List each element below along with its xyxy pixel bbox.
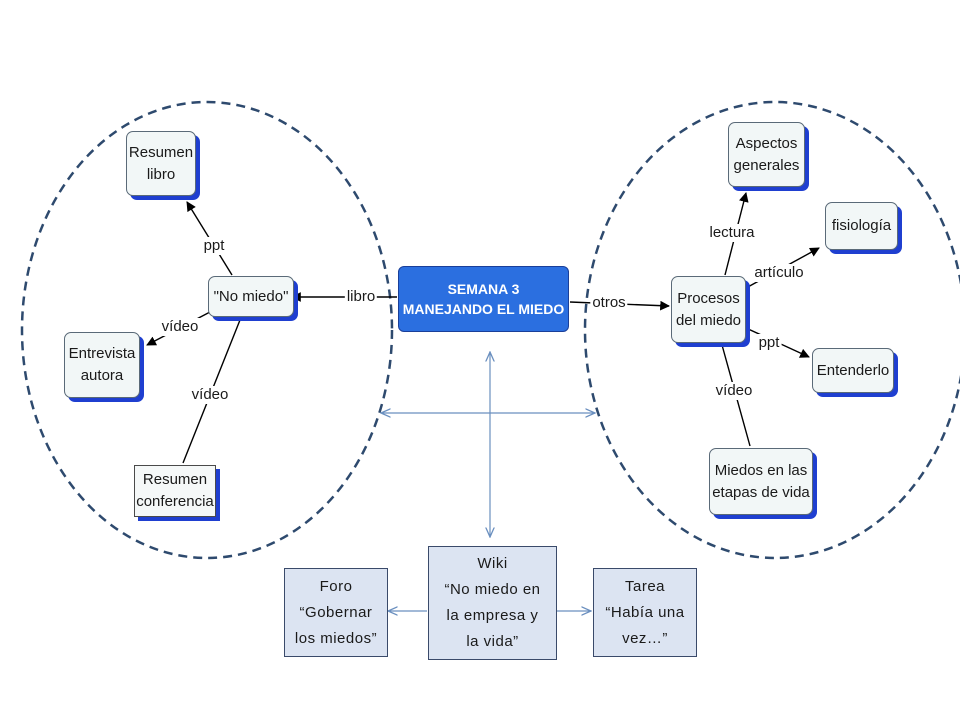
label-lectura: lectura (707, 224, 757, 242)
resumen-conferencia-node[interactable]: Resumen conferencia (134, 465, 216, 517)
entenderlo-node[interactable]: Entenderlo (812, 348, 894, 393)
foro-node[interactable]: Foro “Gobernar los miedos” (284, 568, 388, 657)
center-node[interactable]: SEMANA 3 MANEJANDO EL MIEDO (398, 266, 569, 332)
wiki-node[interactable]: Wiki “No miedo en la empresa y la vida” (428, 546, 557, 660)
label-ppt-right: ppt (756, 334, 782, 352)
left-group-ring (20, 100, 394, 560)
label-video-left-lower: vídeo (189, 386, 231, 404)
label-articulo: artículo (752, 264, 806, 282)
label-video-left-upper: vídeo (159, 318, 201, 336)
entrevista-autora-node[interactable]: Entrevista autora (64, 332, 140, 398)
label-video-right: vídeo (713, 382, 755, 400)
label-libro: libro (344, 288, 378, 306)
miedos-etapas-node[interactable]: Miedos en las etapas de vida (709, 448, 813, 515)
fisiologia-node[interactable]: fisiología (825, 202, 898, 250)
aspectos-generales-node[interactable]: Aspectos generales (728, 122, 805, 187)
label-otros: otros (590, 294, 628, 312)
procesos-miedo-node[interactable]: Procesos del miedo (671, 276, 746, 343)
tarea-node[interactable]: Tarea “Había una vez…” (593, 568, 697, 657)
label-ppt-left: ppt (201, 237, 227, 255)
no-miedo-node[interactable]: "No miedo" (208, 276, 294, 317)
resumen-libro-node[interactable]: Resumen libro (126, 131, 196, 196)
